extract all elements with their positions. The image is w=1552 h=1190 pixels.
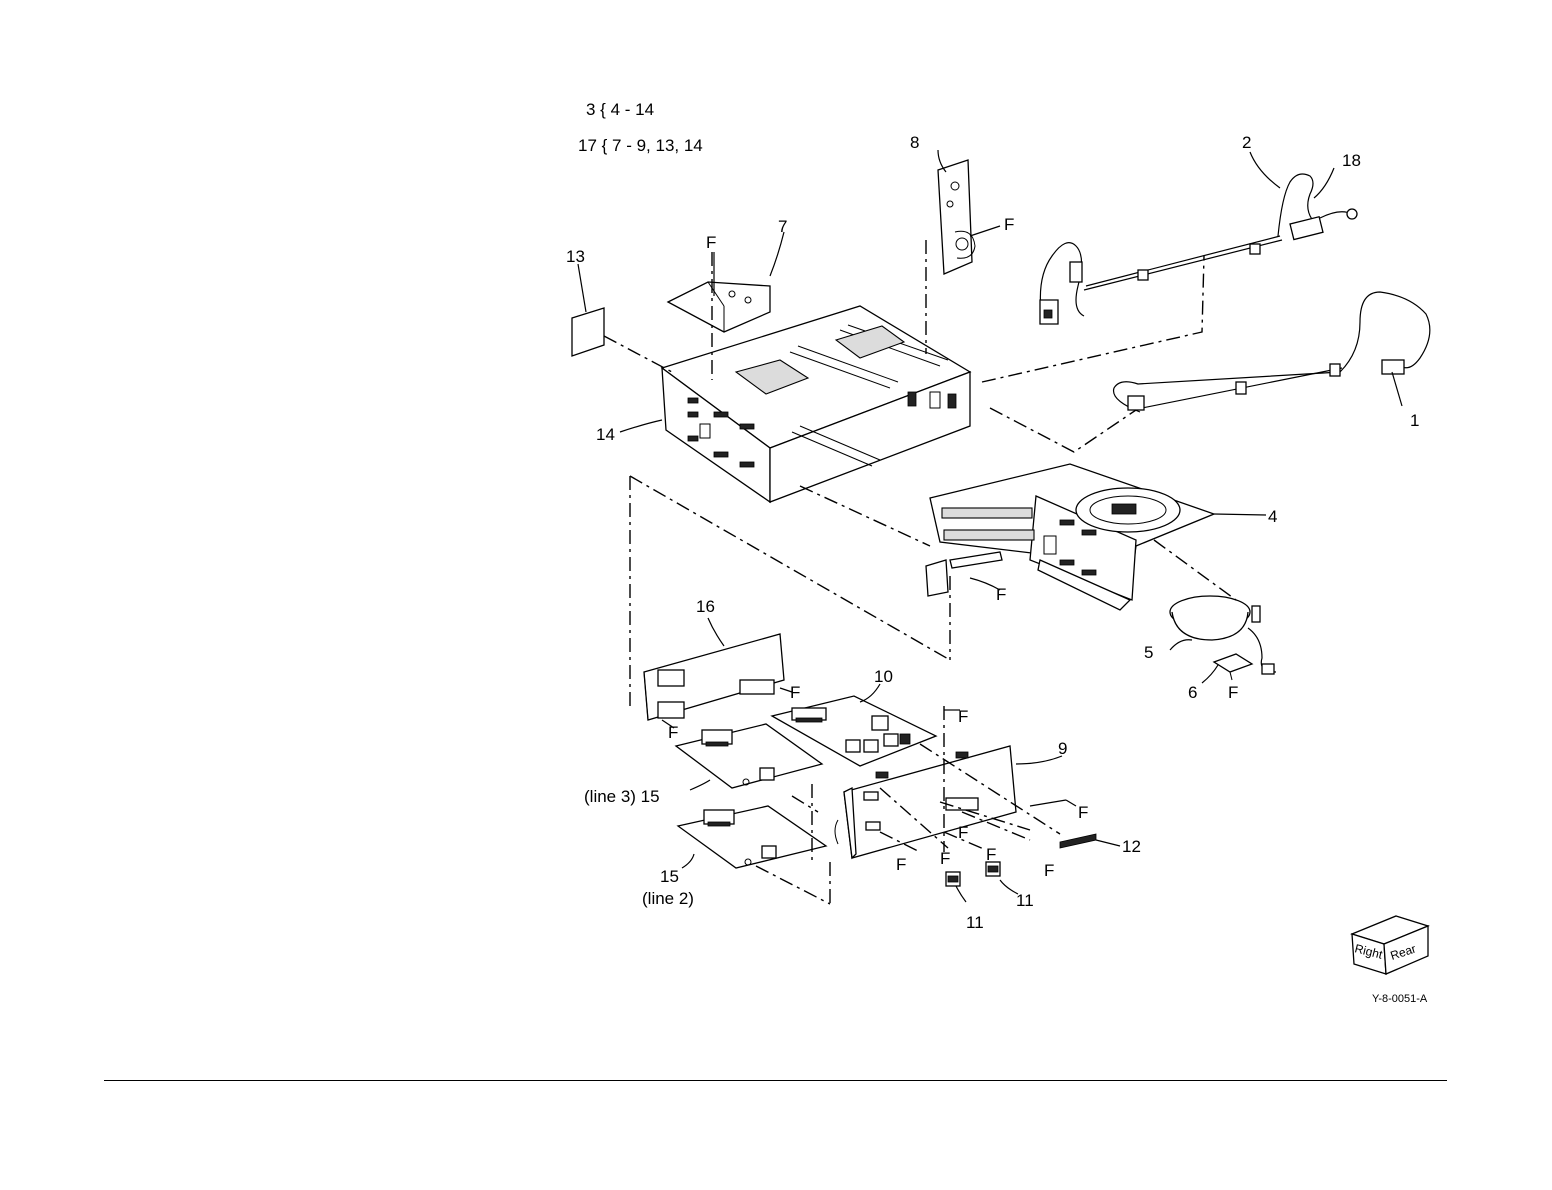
fastener-label: F [668,723,678,742]
part-15-board-line2 [678,806,826,868]
fastener-label: F [706,233,716,252]
callout-5: 5 [1144,643,1153,662]
orientation-cube-icon: Right Rear [1352,916,1428,974]
part-13-label [572,308,604,356]
callout-9: 9 [1058,739,1067,758]
callout-1: 1 [1410,411,1419,430]
callout-18: 18 [1342,151,1361,170]
part-11-clip-a [946,872,960,886]
callout-15-line2-sub: (line 2) [642,889,694,908]
part-16-board [644,634,784,720]
callout-13: 13 [566,247,585,266]
callout-2: 2 [1242,133,1251,152]
fastener-label: F [1044,861,1054,880]
part-14-chassis [662,306,970,502]
callout-6: 6 [1188,683,1197,702]
fastener-label: F [996,585,1006,604]
callout-4: 4 [1268,507,1277,526]
callout-16: 16 [696,597,715,616]
part-6-clip [1214,654,1252,680]
footer-rule [104,1080,1447,1081]
part-2-harness [1040,174,1357,324]
fastener-label: F [896,855,906,874]
fastener-label: F [986,845,996,864]
fastener-label: F [790,683,800,702]
callout-8: 8 [910,133,919,152]
callout-12: 12 [1122,837,1141,856]
fastener-label: F [1078,803,1088,822]
callout-15-line2: 15 [660,867,679,886]
fastener-label: F [1004,215,1014,234]
callout-14: 14 [596,425,615,444]
fastener-label: F [958,707,968,726]
part-11-clip-b [986,862,1000,876]
callout-11-a: 11 [966,913,984,932]
callout-15-line3: (line 3) 15 [584,787,660,806]
part-1-harness [1114,292,1430,412]
part-4-frame [926,464,1214,610]
fastener-label: F [1228,683,1238,702]
part-12-strip [1060,834,1096,848]
callout-10: 10 [874,667,893,686]
fastener-label: F [940,849,950,868]
figure-reference: Y-8-0051-A [1372,993,1428,1005]
part-15-board-line3 [676,724,822,788]
part-8-plate [938,160,975,274]
part-7-bracket [668,282,770,332]
callout-7: 7 [778,217,787,236]
fastener-label: F [958,823,968,842]
callout-11-b: 11 [1016,891,1034,910]
